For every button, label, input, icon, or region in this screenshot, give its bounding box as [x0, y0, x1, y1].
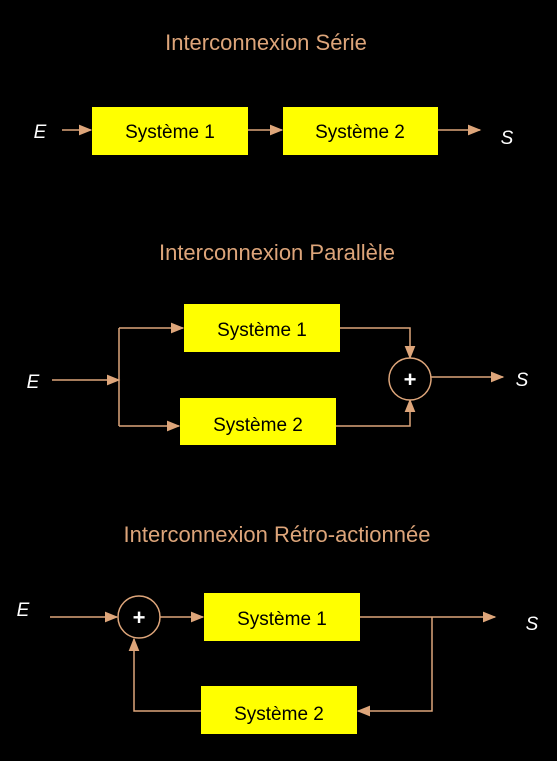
parallel-sum-node [388, 357, 432, 401]
series-section: Interconnexion Série E S Système 1 Systè… [34, 30, 514, 155]
series-system-2-label: Système 2 [315, 122, 405, 143]
parallel-sum-sign: + [404, 367, 417, 392]
feedback-input-label: E [17, 600, 30, 621]
feedback-to-sum-arrow [128, 637, 201, 712]
series-title: Interconnexion Série [165, 30, 367, 55]
parallel-system-1-box [184, 304, 340, 352]
parallel-top-to-sum-arrow [340, 327, 416, 360]
feedback-system-2-box [201, 686, 357, 734]
parallel-system-2-box [180, 398, 336, 445]
feedback-sum-sign: + [133, 605, 146, 630]
feedback-return-arrow [356, 617, 433, 717]
feedback-output-label: S [526, 614, 539, 635]
series-system-1-label: Système 1 [125, 122, 215, 143]
feedback-system-1-label: Système 1 [237, 609, 327, 630]
series-system-1-box [92, 107, 248, 155]
series-input-label: E [34, 122, 47, 143]
parallel-system-1-label: Système 1 [217, 320, 307, 341]
parallel-section: Interconnexion Parallèle E S Système 1 S… [27, 240, 529, 445]
parallel-title: Interconnexion Parallèle [159, 240, 395, 265]
series-system-2-box [283, 107, 438, 155]
feedback-system-1-box [204, 593, 360, 641]
parallel-system-2-label: Système 2 [213, 415, 303, 436]
parallel-output-label: S [516, 370, 529, 391]
parallel-bottom-to-sum-arrow [336, 398, 416, 427]
series-output-label: S [501, 128, 514, 149]
feedback-system-2-label: Système 2 [234, 704, 324, 725]
feedback-title: Interconnexion Rétro-actionnée [124, 522, 431, 547]
parallel-input-label: E [27, 372, 40, 393]
feedback-section: Interconnexion Rétro-actionnée E S + Sys… [17, 522, 539, 734]
